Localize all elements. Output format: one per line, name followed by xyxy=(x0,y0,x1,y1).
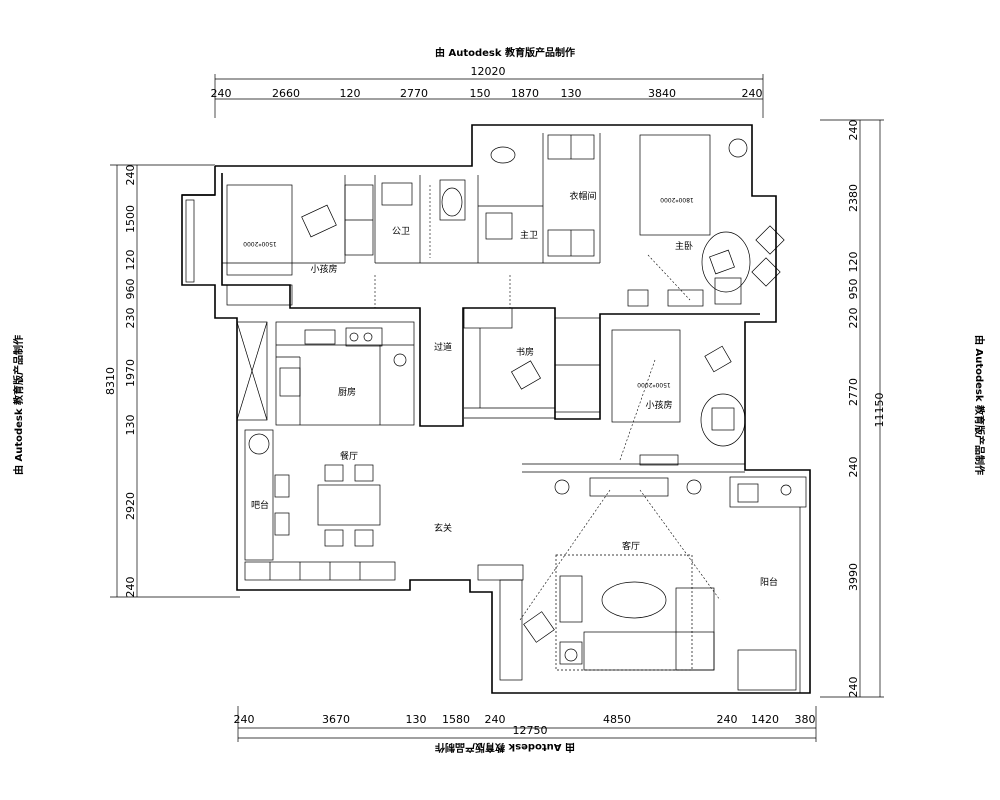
room-label-corridor: 过道 xyxy=(434,341,452,353)
room-label-study: 书房 xyxy=(516,346,534,358)
dining-table xyxy=(317,484,381,526)
top-seg-2: 120 xyxy=(340,87,361,100)
bed-kids-2 xyxy=(611,329,681,423)
bed-size-label-1: 1500*2000 xyxy=(243,240,277,247)
left-seg-1: 1500 xyxy=(124,205,137,233)
top-seg-0: 240 xyxy=(211,87,232,100)
bottom-seg-3: 1580 xyxy=(442,713,470,726)
bottom-seg-4: 240 xyxy=(485,713,506,726)
bottom-seg-0: 240 xyxy=(234,713,255,726)
top-seg-6: 130 xyxy=(561,87,582,100)
top-seg-8: 240 xyxy=(742,87,763,100)
room-labels: 小孩房 公卫 主卫 衣帽间 主卧 厨房 过道 书房 小孩房 餐厅 吧台 玄关 客… xyxy=(243,190,778,588)
bottom-dimension: 12750 240 3670 130 1580 240 4850 240 142… xyxy=(234,706,817,742)
right-seg-6: 240 xyxy=(847,457,860,478)
room-label-dining: 餐厅 xyxy=(340,450,358,462)
top-seg-5: 1870 xyxy=(511,87,539,100)
bed-size-label-master: 1800*2000 xyxy=(660,196,694,203)
watermark-right: 由 Autodesk 教育版产品制作 xyxy=(973,335,986,475)
room-label-master-bedroom: 主卧 xyxy=(675,240,693,252)
left-seg-4: 230 xyxy=(124,308,137,329)
room-label-kids-1: 小孩房 xyxy=(310,263,337,275)
left-seg-5: 1970 xyxy=(124,359,137,387)
left-seg-6: 130 xyxy=(124,415,137,436)
right-seg-8: 240 xyxy=(847,677,860,698)
top-total-label: 12020 xyxy=(471,65,506,78)
bed-kids-1 xyxy=(226,184,293,276)
left-seg-7: 2920 xyxy=(124,492,137,520)
bottom-seg-1: 3670 xyxy=(322,713,350,726)
room-label-master-bath: 主卫 xyxy=(520,229,538,241)
top-seg-4: 150 xyxy=(470,87,491,100)
right-seg-7: 3990 xyxy=(847,563,860,591)
room-label-foyer: 玄关 xyxy=(434,522,452,534)
bottom-seg-5: 4850 xyxy=(603,713,631,726)
right-seg-4: 220 xyxy=(847,308,860,329)
bottom-seg-8: 380 xyxy=(795,713,816,726)
coffee-table xyxy=(601,581,667,619)
right-seg-0: 240 xyxy=(847,120,860,141)
right-seg-2: 120 xyxy=(847,252,860,273)
right-dimension: 11150 240 2380 120 950 220 2770 240 3990… xyxy=(820,120,886,698)
bottom-seg-6: 240 xyxy=(717,713,738,726)
bottom-seg-2: 130 xyxy=(406,713,427,726)
room-label-closet: 衣帽间 xyxy=(569,190,596,202)
bed-master xyxy=(639,134,711,236)
right-seg-1: 2380 xyxy=(847,184,860,212)
furniture xyxy=(226,134,792,671)
bed-size-label-2: 1500*2000 xyxy=(637,381,671,388)
left-total-label: 8310 xyxy=(104,367,117,395)
bottom-seg-7: 1420 xyxy=(751,713,779,726)
sofa xyxy=(583,631,715,671)
left-seg-3: 960 xyxy=(124,279,137,300)
room-label-bar: 吧台 xyxy=(251,499,269,511)
right-total-label: 11150 xyxy=(873,393,886,428)
left-seg-2: 120 xyxy=(124,250,137,271)
interior-walls xyxy=(222,133,807,693)
room-label-kids-2: 小孩房 xyxy=(645,399,672,411)
room-label-balcony: 阳台 xyxy=(760,576,778,588)
watermark-top: 由 Autodesk 教育版产品制作 xyxy=(435,46,575,59)
top-seg-1: 2660 xyxy=(272,87,300,100)
watermark-left: 由 Autodesk 教育版产品制作 xyxy=(12,335,25,475)
room-label-public-bath: 公卫 xyxy=(392,226,410,237)
watermark-bottom: 由 Autodesk 教育版产品制作 xyxy=(435,741,575,754)
left-seg-0: 240 xyxy=(124,165,137,186)
right-seg-3: 950 xyxy=(847,279,860,300)
bottom-total-label: 12750 xyxy=(513,724,548,737)
room-label-kitchen: 厨房 xyxy=(338,386,356,398)
top-dimension: 12020 240 2660 120 2770 150 1870 130 384… xyxy=(211,65,764,118)
right-seg-5: 2770 xyxy=(847,378,860,406)
top-seg-7: 3840 xyxy=(648,87,676,100)
left-seg-8: 240 xyxy=(124,577,137,598)
top-seg-3: 2770 xyxy=(400,87,428,100)
left-dimension: 8310 240 1500 120 960 230 1970 130 2920 … xyxy=(104,165,240,598)
room-label-living: 客厅 xyxy=(622,540,640,552)
